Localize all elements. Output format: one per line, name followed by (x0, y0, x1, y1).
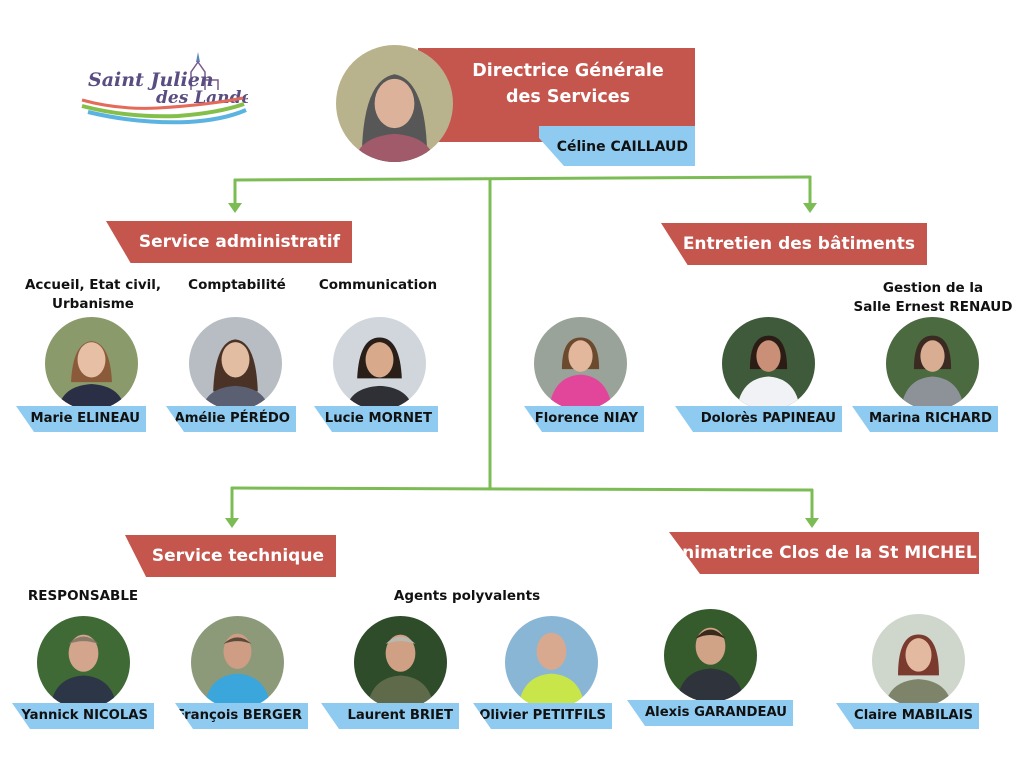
photo-marina-richard (886, 317, 979, 410)
director-title: Directrice Générale des Services (440, 58, 696, 110)
role-accueil: Accueil, Etat civil, Urbanisme (24, 277, 162, 312)
connector-top-branch (233, 175, 812, 182)
name-tag: Amélie PÉRÉDO (166, 406, 296, 432)
photo-florence-niay (534, 317, 627, 410)
role-agents-polyvalents: Agents polyvalents (393, 588, 541, 604)
photo-lucie-mornet (333, 317, 426, 410)
photo-claire-mabilais (872, 614, 965, 707)
banner-service-administratif: Service administratif (106, 221, 352, 263)
name-tag: Florence NIAY (524, 406, 644, 432)
name-tag: Yannick NICOLAS (12, 703, 154, 729)
role-comptabilite: Comptabilité (188, 277, 286, 293)
director-title-line1: Directrice Générale (472, 61, 664, 81)
name-tag: Dolorès PAPINEAU (675, 406, 842, 432)
name-tag: Marina RICHARD (852, 406, 998, 432)
director-name-tag: Céline CAILLAUD (539, 126, 695, 166)
name-tag: Laurent BRIET (321, 703, 459, 729)
arrowhead-technique (225, 518, 239, 528)
photo-olivier-petitfils (505, 616, 598, 709)
town-logo: Saint Julien des Landes (78, 50, 262, 125)
arrowhead-animation (805, 518, 819, 528)
photo-laurent-briet (354, 616, 447, 709)
name-tag: François BERGER (175, 703, 308, 729)
name-tag: Marie ELINEAU (16, 406, 146, 432)
svg-text:Saint Julien: Saint Julien (88, 69, 214, 91)
role-communication: Communication (318, 277, 438, 293)
photo-dolores-papineau (722, 317, 815, 410)
banner-service-technique: Service technique (125, 535, 336, 577)
photo-alexis-garandeau (664, 609, 757, 702)
director-title-line2: des Services (505, 87, 631, 107)
role-gestion-salle: Gestion de la Salle Ernest RENAUD (853, 280, 1013, 315)
banner-animatrice: Animatrice Clos de la St MICHEL (669, 532, 979, 574)
photo-amelie-peredo (189, 317, 282, 410)
name-tag: Lucie MORNET (314, 406, 438, 432)
arrowhead-batiments (803, 203, 817, 213)
connector-bottom-branch (230, 486, 814, 492)
name-tag: Olivier PETITFILS (473, 703, 612, 729)
director-photo (336, 45, 453, 162)
name-tag: Claire MABILAIS (836, 703, 979, 729)
arrowhead-admin (228, 203, 242, 213)
photo-marie-elineau (45, 317, 138, 410)
role-responsable: RESPONSABLE (27, 588, 139, 604)
photo-francois-berger (191, 616, 284, 709)
banner-entretien-batiments: Entretien des bâtiments (661, 223, 927, 265)
photo-yannick-nicolas (37, 616, 130, 709)
svg-text:des Landes: des Landes (156, 88, 248, 108)
name-tag: Alexis GARANDEAU (627, 700, 793, 726)
